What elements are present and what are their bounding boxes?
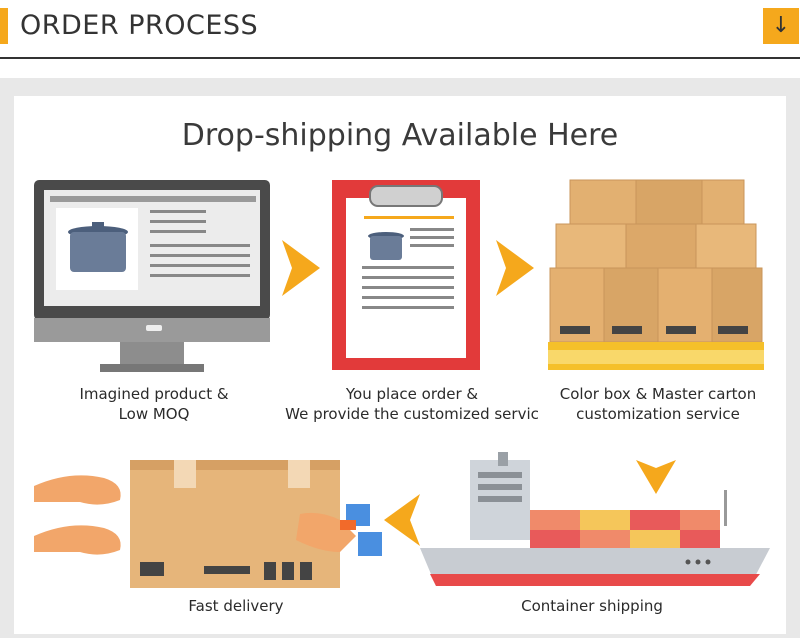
hands-icon (34, 475, 382, 556)
carton-pallet-icon (548, 179, 764, 370)
clipboard-icon (332, 180, 480, 370)
container-ship-icon (420, 452, 770, 586)
arrow-down-icon[interactable]: ↓ (763, 8, 799, 44)
step-caption: Container shipping (521, 597, 663, 615)
page-heading: Drop-shipping Available Here (181, 118, 619, 153)
step-caption: Imagined product &Low MOQ (79, 385, 229, 423)
section-title: ORDER PROCESS (20, 10, 259, 41)
computer-monitor-icon (34, 180, 270, 372)
section-header: ORDER PROCESS ↓ (0, 0, 800, 59)
step-caption: Fast delivery (188, 597, 284, 615)
arrow-right-icon (282, 240, 320, 296)
header-divider (0, 57, 800, 59)
arrow-right-icon (496, 240, 534, 296)
header-accent-bar (0, 8, 8, 44)
step-caption: You place order &We provide the customiz… (285, 385, 539, 423)
arrow-down-icon (636, 460, 676, 494)
arrow-left-icon (384, 494, 420, 546)
